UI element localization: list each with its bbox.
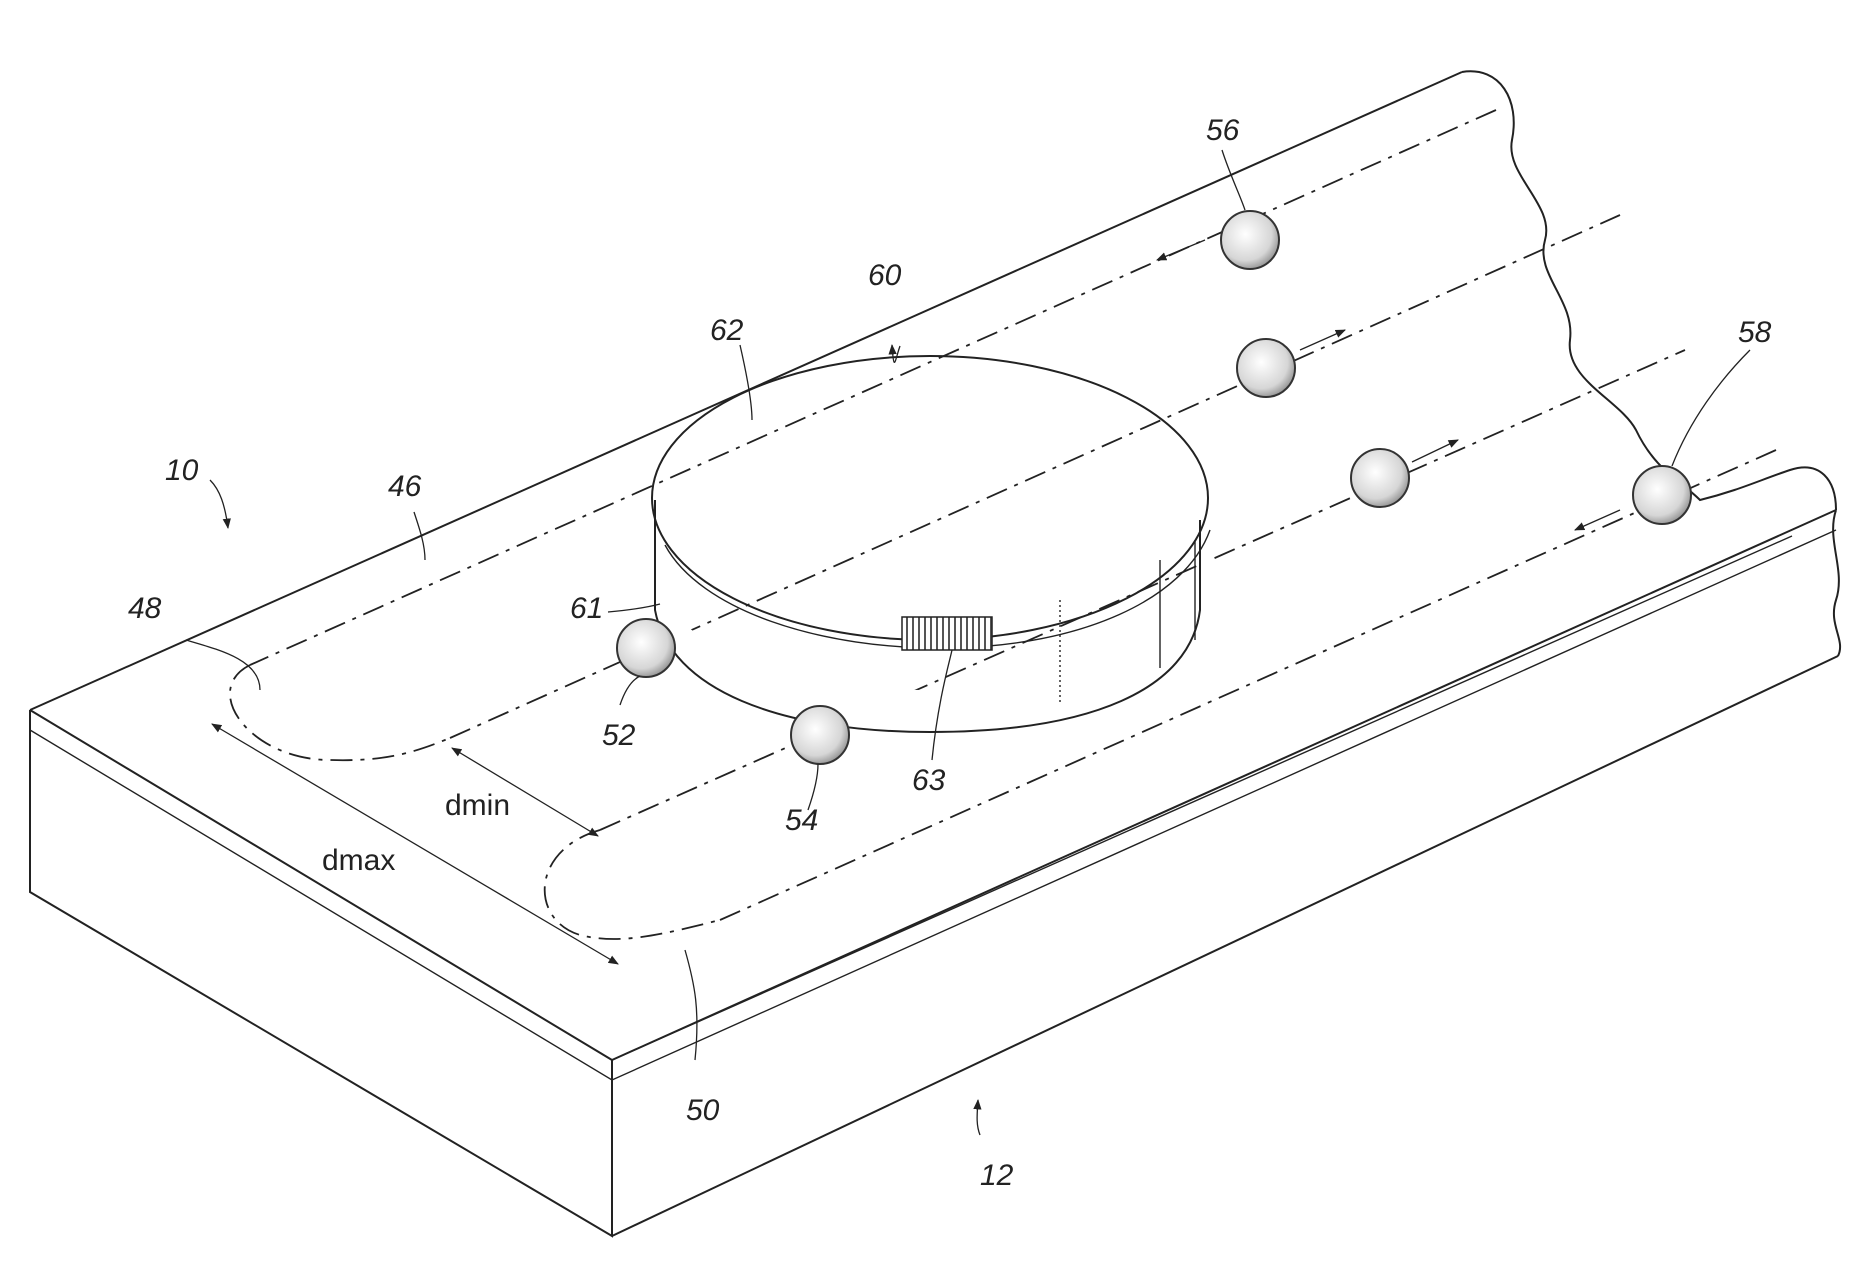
- disk: [652, 356, 1210, 732]
- label-62: 62: [710, 314, 744, 347]
- track-outer: [250, 110, 1496, 665]
- track-lower: [720, 450, 1776, 920]
- sphere-58: [1633, 466, 1691, 524]
- sphere-54: [791, 706, 849, 764]
- label-50: 50: [686, 1094, 720, 1127]
- label-46: 46: [388, 470, 422, 503]
- reference-labels: 10 12 46 48 50 52 54 56 58 60 61 62 63 d…: [128, 114, 1772, 1192]
- sphere-lower-mid: [1351, 449, 1409, 507]
- track-left-end: [230, 665, 450, 760]
- sphere-56: [1221, 211, 1279, 269]
- sphere-52: [617, 619, 675, 677]
- label-61: 61: [570, 592, 603, 625]
- label-60: 60: [868, 259, 902, 292]
- label-10: 10: [165, 454, 199, 487]
- label-dmax: dmax: [322, 844, 395, 877]
- base-block: [30, 71, 1840, 1236]
- label-12: 12: [980, 1159, 1014, 1192]
- label-48: 48: [128, 592, 162, 625]
- track-right-end: [545, 830, 720, 939]
- sphere-upper-mid: [1237, 339, 1295, 397]
- label-56: 56: [1206, 114, 1240, 147]
- marking-63: [902, 617, 992, 650]
- dimension-lines: [212, 724, 618, 964]
- label-dmin: dmin: [445, 789, 510, 822]
- label-63: 63: [912, 764, 946, 797]
- label-58: 58: [1738, 316, 1772, 349]
- label-54: 54: [785, 804, 818, 837]
- label-52: 52: [602, 719, 636, 752]
